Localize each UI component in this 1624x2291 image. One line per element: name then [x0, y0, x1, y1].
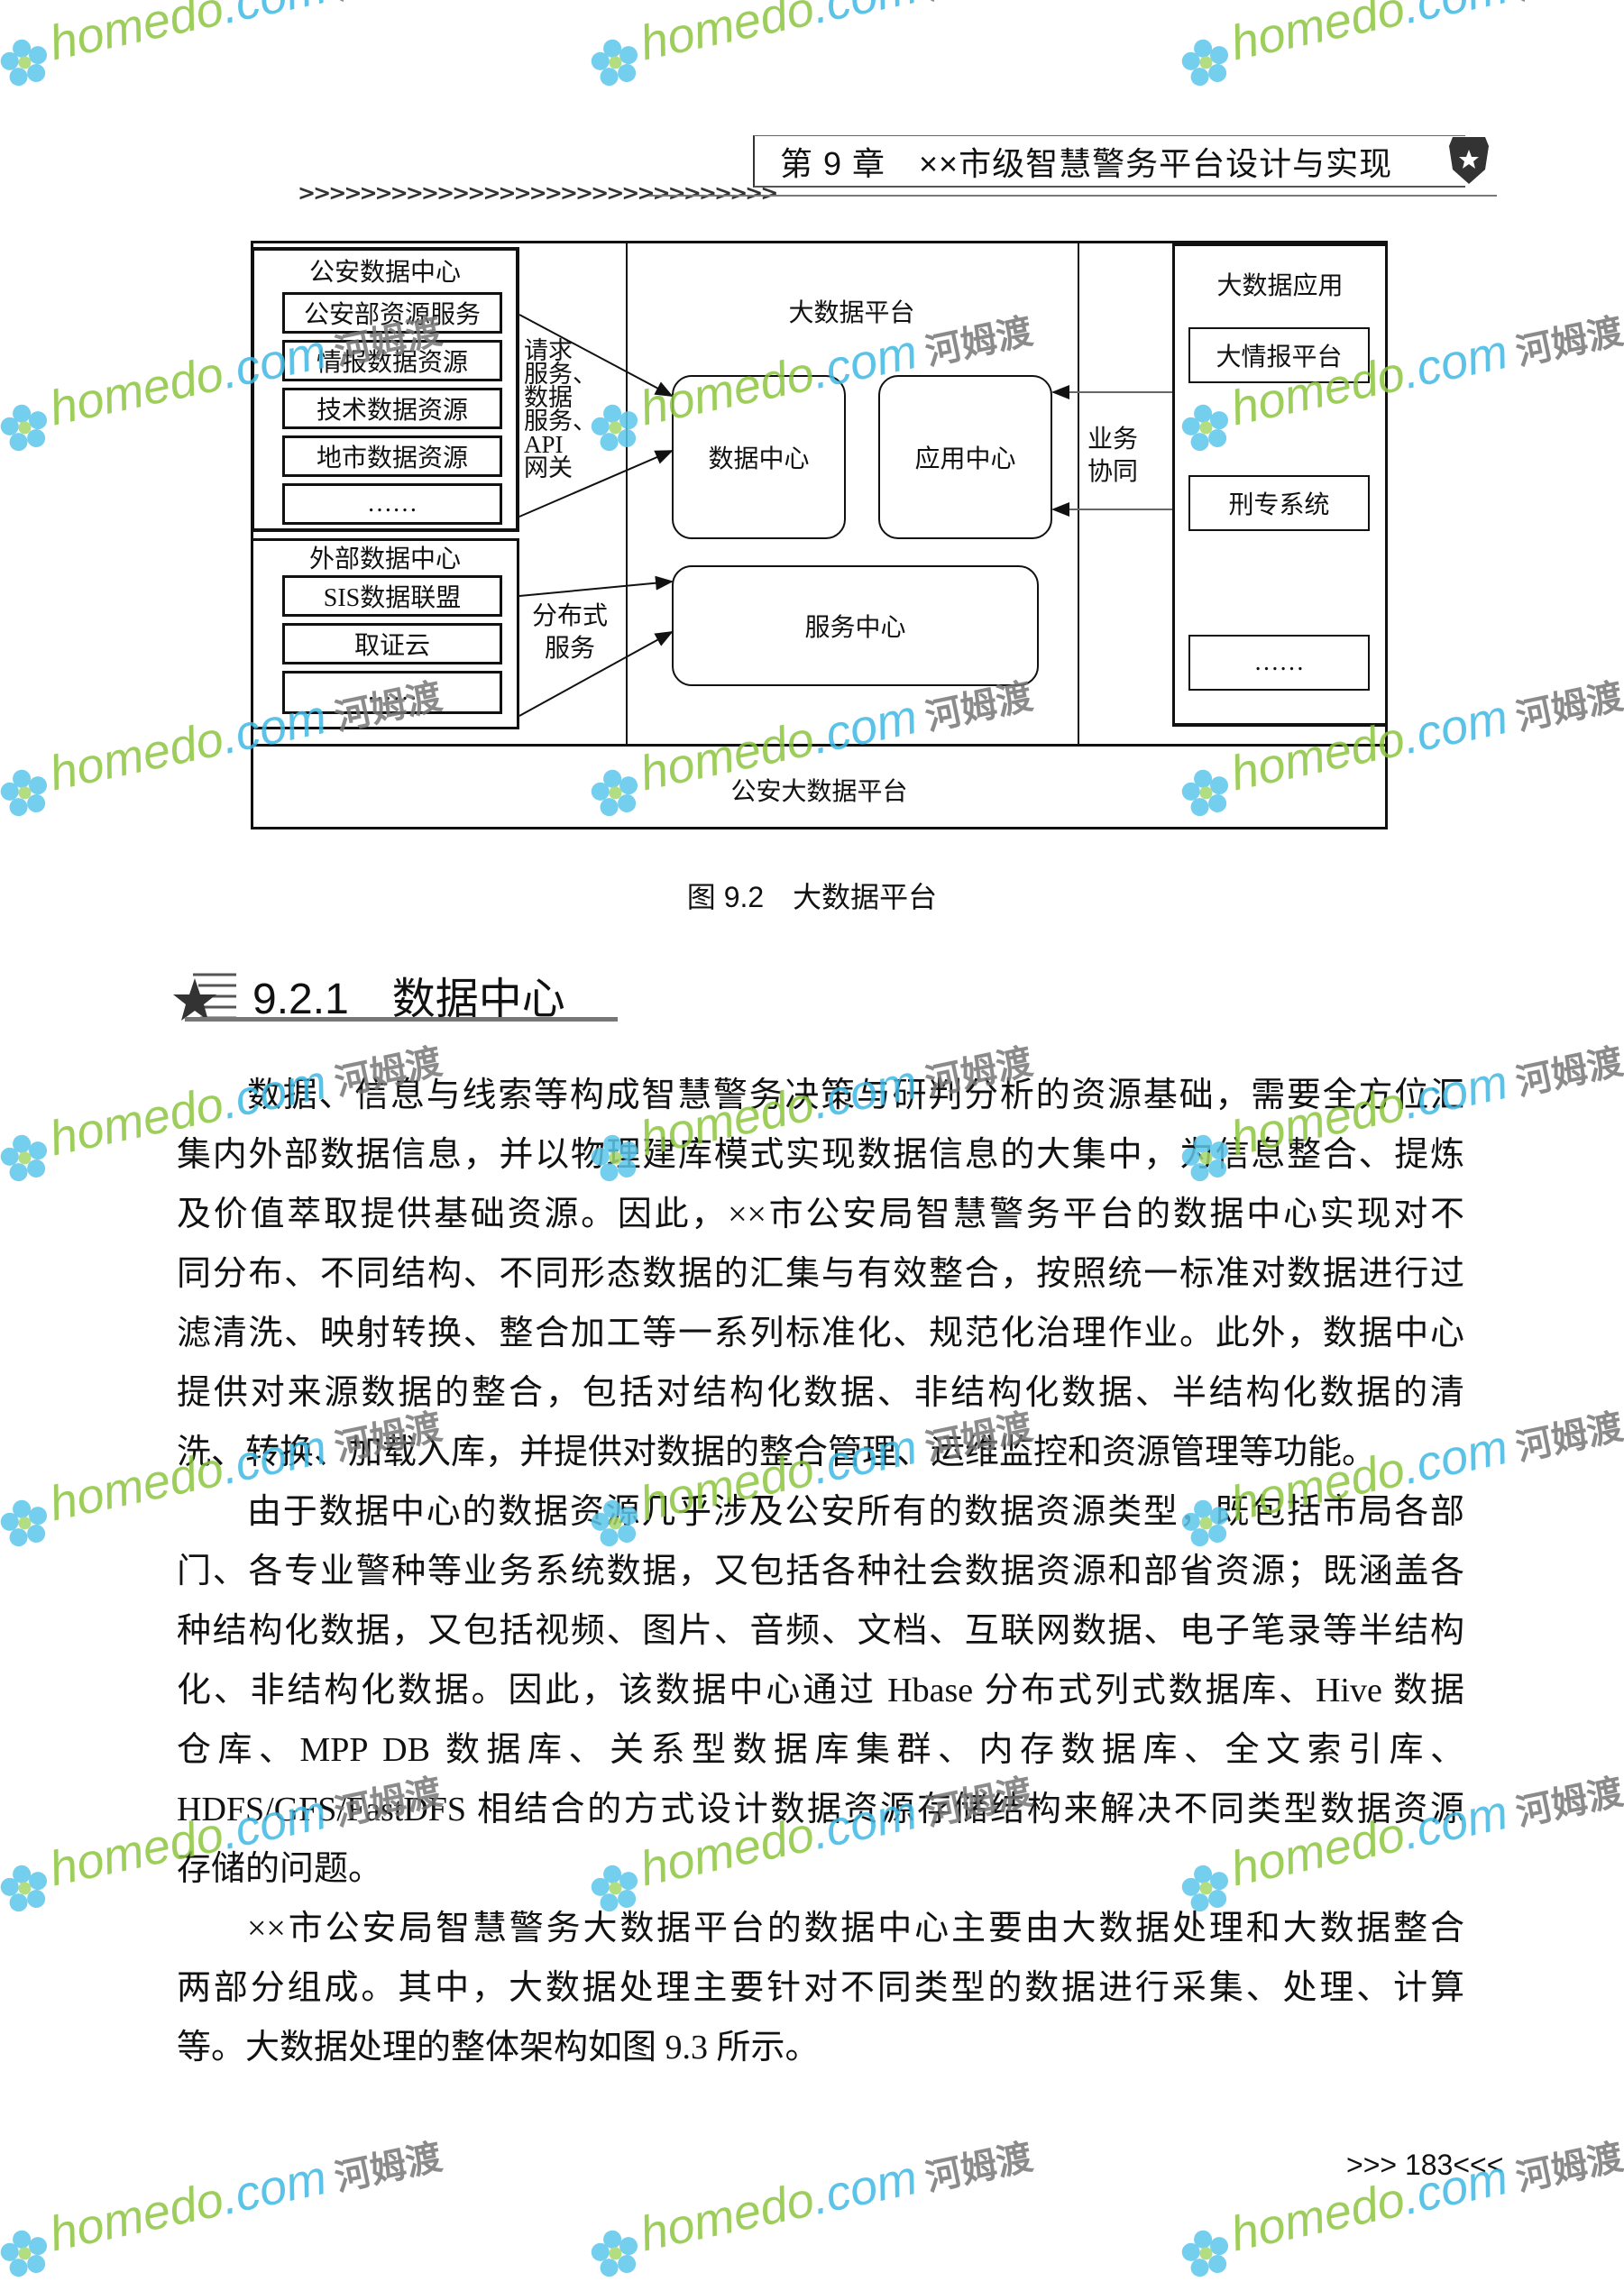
- label-line: 网关: [524, 454, 573, 481]
- flower-logo-icon: [0, 1495, 52, 1551]
- homedo-watermark: homedo.com河姆渡: [584, 2125, 1039, 2281]
- body-line: 集内外部数据信息，并以物理建库模式实现数据信息的大集中，为信息整合、提炼: [177, 1136, 1464, 1174]
- app-center-box: 应用中心: [878, 375, 1052, 539]
- homedo-watermark: homedo.com河姆渡: [0, 2125, 448, 2281]
- label-line: 协同: [1087, 458, 1139, 486]
- app-box: ……: [1188, 635, 1370, 691]
- body-line: 提供对来源数据的整合，包括对结构化数据、非结构化数据、半结构化数据的清: [177, 1374, 1464, 1412]
- homedo-watermark: homedo.com河姆渡: [1175, 1760, 1624, 1916]
- arrow: [518, 450, 674, 518]
- diagram-arrows: [518, 314, 1172, 717]
- body-line: 化、非结构化数据。因此，该数据中心通过 Hbase 分布式列式数据库、Hive …: [177, 1672, 1464, 1709]
- arrow: [518, 631, 674, 717]
- source-box: ……: [282, 483, 502, 525]
- source-box: ……: [282, 671, 502, 714]
- body-line: ××市公安局智慧警务大数据平台的数据中心主要由大数据处理和大数据整合: [247, 1910, 1464, 1947]
- big-data-apps-group: [1172, 242, 1388, 727]
- watermark-chinese: 河姆渡: [1512, 2137, 1624, 2199]
- base-platform-label: 公安大数据平台: [730, 778, 908, 806]
- page-number: >>> 183<<<: [1346, 2149, 1504, 2181]
- header-rule: [649, 195, 1497, 197]
- source-box: 情报数据资源: [282, 340, 502, 381]
- label-line: 服务: [545, 635, 596, 663]
- divider: [1078, 241, 1079, 746]
- group-title: 公安数据中心: [308, 259, 461, 287]
- watermark-brand: homedo: [635, 2172, 819, 2262]
- watermark-chinese: 河姆渡: [1512, 1407, 1624, 1469]
- service-center-box: 服务中心: [672, 565, 1039, 686]
- flower-logo-icon: [0, 1860, 52, 1916]
- arrow-label-distributed: 分布式 服务: [532, 600, 608, 665]
- group-title: 外部数据中心: [308, 545, 461, 573]
- body-line: 数据、信息与线索等构成智慧警务决策与研判分析的资源基础，需要全方位汇: [247, 1077, 1464, 1114]
- watermark-chinese: 河姆渡: [1512, 1041, 1624, 1104]
- watermark-domain: .com: [216, 2149, 332, 2225]
- watermark-chinese: 河姆渡: [922, 2137, 1036, 2199]
- section-heading: 9.2.1 数据中心: [252, 976, 565, 1023]
- body-line: 仓库、MPP DB 数据库、关系型数据库集群、内存数据库、全文索引库、: [177, 1731, 1464, 1769]
- watermark-brand: homedo: [44, 2172, 228, 2262]
- label-line: 数据: [524, 384, 573, 411]
- chapter-title: 第 9 章 ××市级智慧警务平台设计与实现: [753, 135, 1465, 188]
- arrow: [518, 314, 674, 397]
- label-line: 业务: [1087, 426, 1139, 454]
- section-star-icon: [173, 973, 236, 1021]
- label-line: API: [524, 431, 564, 458]
- divider: [626, 241, 628, 746]
- source-box: 公安部资源服务: [282, 292, 502, 334]
- group-title: 大数据应用: [1216, 272, 1344, 300]
- section-underline: [185, 1017, 618, 1022]
- app-box: 刑专系统: [1188, 475, 1370, 531]
- source-box: 地市数据资源: [282, 435, 502, 477]
- body-line: HDFS/GFS/FastDFS 相结合的方式设计数据资源存储结构来解决不同类型…: [177, 1791, 1464, 1828]
- label-line: 请求: [524, 337, 573, 364]
- body-line: 洗、转换、加载入库，并提供对数据的整合管理、运维监控和资源管理等功能。: [177, 1434, 1377, 1471]
- flower-logo-icon: [1179, 2225, 1234, 2281]
- label-line: 服务、: [524, 361, 597, 388]
- flower-logo-icon: [588, 2225, 644, 2281]
- divider: [251, 744, 1388, 747]
- coop-label: 业务 协同: [1087, 424, 1138, 489]
- source-box: 技术数据资源: [282, 388, 502, 429]
- label-line: 分布式: [532, 602, 609, 630]
- body-line: 滤清洗、映射转换、整合加工等一系列标准化、规范化治理作业。此外，数据中心: [177, 1315, 1464, 1352]
- homedo-watermark: homedo.com河姆渡: [0, 1760, 448, 1916]
- figure-caption: 图 9.2 大数据平台: [686, 881, 938, 913]
- platform-title: 大数据平台: [788, 299, 915, 327]
- watermark-brand: homedo: [1225, 2172, 1409, 2262]
- arrow-label-request: 请求 服务、 数据 服务、 API 网关: [524, 337, 597, 481]
- body-line: 由于数据中心的数据资源几乎涉及公安所有的数据资源类型，既包括市局各部: [247, 1493, 1464, 1531]
- watermark-domain: .com: [807, 2149, 922, 2225]
- police-shield-icon: [1449, 137, 1489, 184]
- body-line: 门、各专业警种等业务系统数据，又包括各种社会数据资源和部省资源；既涵盖各: [177, 1553, 1464, 1590]
- header-chevrons: >>>>>>>>>>>>>>>>>>>>>>>>>>>>>>>: [298, 180, 778, 206]
- source-box: SIS数据联盟: [282, 575, 502, 617]
- flower-logo-icon: [0, 2225, 52, 2281]
- body-line: 两部分组成。其中，大数据处理主要针对不同类型的数据进行采集、处理、计算: [177, 1969, 1464, 2007]
- body-line: 同分布、不同结构、不同形态数据的汇集与有效整合，按照统一标准对数据进行过: [177, 1255, 1464, 1293]
- body-line: 存储的问题。: [177, 1850, 383, 1888]
- body-line: 及价值萃取提供基础资源。因此，××市公安局智慧警务平台的数据中心实现对不: [177, 1196, 1464, 1233]
- arrow: [518, 575, 674, 597]
- watermark-chinese: 河姆渡: [1512, 1772, 1624, 1834]
- app-box: 大情报平台: [1188, 327, 1370, 383]
- source-box: 取证云: [282, 623, 502, 664]
- watermark-chinese: 河姆渡: [331, 2137, 445, 2199]
- label-line: 服务、: [524, 408, 597, 435]
- flower-logo-icon: [0, 1130, 52, 1186]
- data-center-box: 数据中心: [672, 375, 846, 539]
- external-data-center-group: [251, 538, 519, 729]
- body-line: 等。大数据处理的整体架构如图 9.3 所示。: [177, 2029, 820, 2066]
- chapter-title-text: 第 9 章 ××市级智慧警务平台设计与实现: [780, 144, 1393, 182]
- homedo-watermark: homedo.com河姆渡: [584, 1760, 1039, 1916]
- police-data-center-group: [251, 247, 519, 532]
- body-line: 种结构化数据，又包括视频、图片、音频、文档、互联网数据、电子笔录等半结构: [177, 1612, 1464, 1650]
